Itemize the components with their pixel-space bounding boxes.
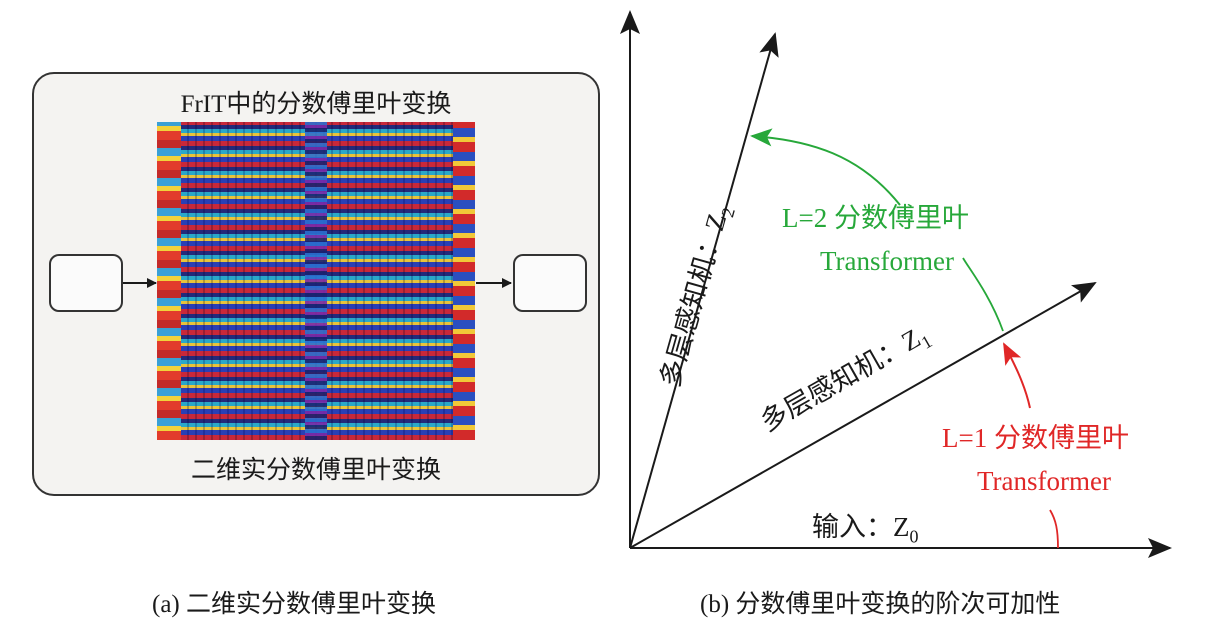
axis-z0-label: 输入：Z0 — [812, 512, 919, 547]
axis-z2 — [629, 32, 779, 549]
panel-b-caption: (b) 分数傅里叶变换的阶次可加性 — [700, 591, 1061, 618]
l2-annotation-line2: Transformer — [820, 246, 954, 276]
fractional-fourier-heatmap — [157, 122, 475, 440]
output-box — [513, 254, 587, 312]
l1-arc-arrow — [1003, 342, 1031, 409]
l1-annotation-line2: Transformer — [977, 466, 1111, 496]
l2-arc-lower — [962, 257, 1004, 332]
l1-annotation-line1: L=1 分数傅里叶 — [942, 423, 1129, 453]
l2-arc-arrow — [750, 128, 901, 206]
input-box — [49, 254, 123, 312]
fft-module-title: FrIT中的分数傅里叶变换 — [180, 91, 452, 118]
heatmap-caption: 二维实分数傅里叶变换 — [190, 457, 441, 484]
axis-z1 — [629, 282, 1097, 549]
l2-annotation-line1: L=2 分数傅里叶 — [782, 203, 969, 233]
l1-arc-lower — [1049, 509, 1059, 549]
panel-a-caption: (a) 二维实分数傅里叶变换 — [152, 591, 436, 618]
